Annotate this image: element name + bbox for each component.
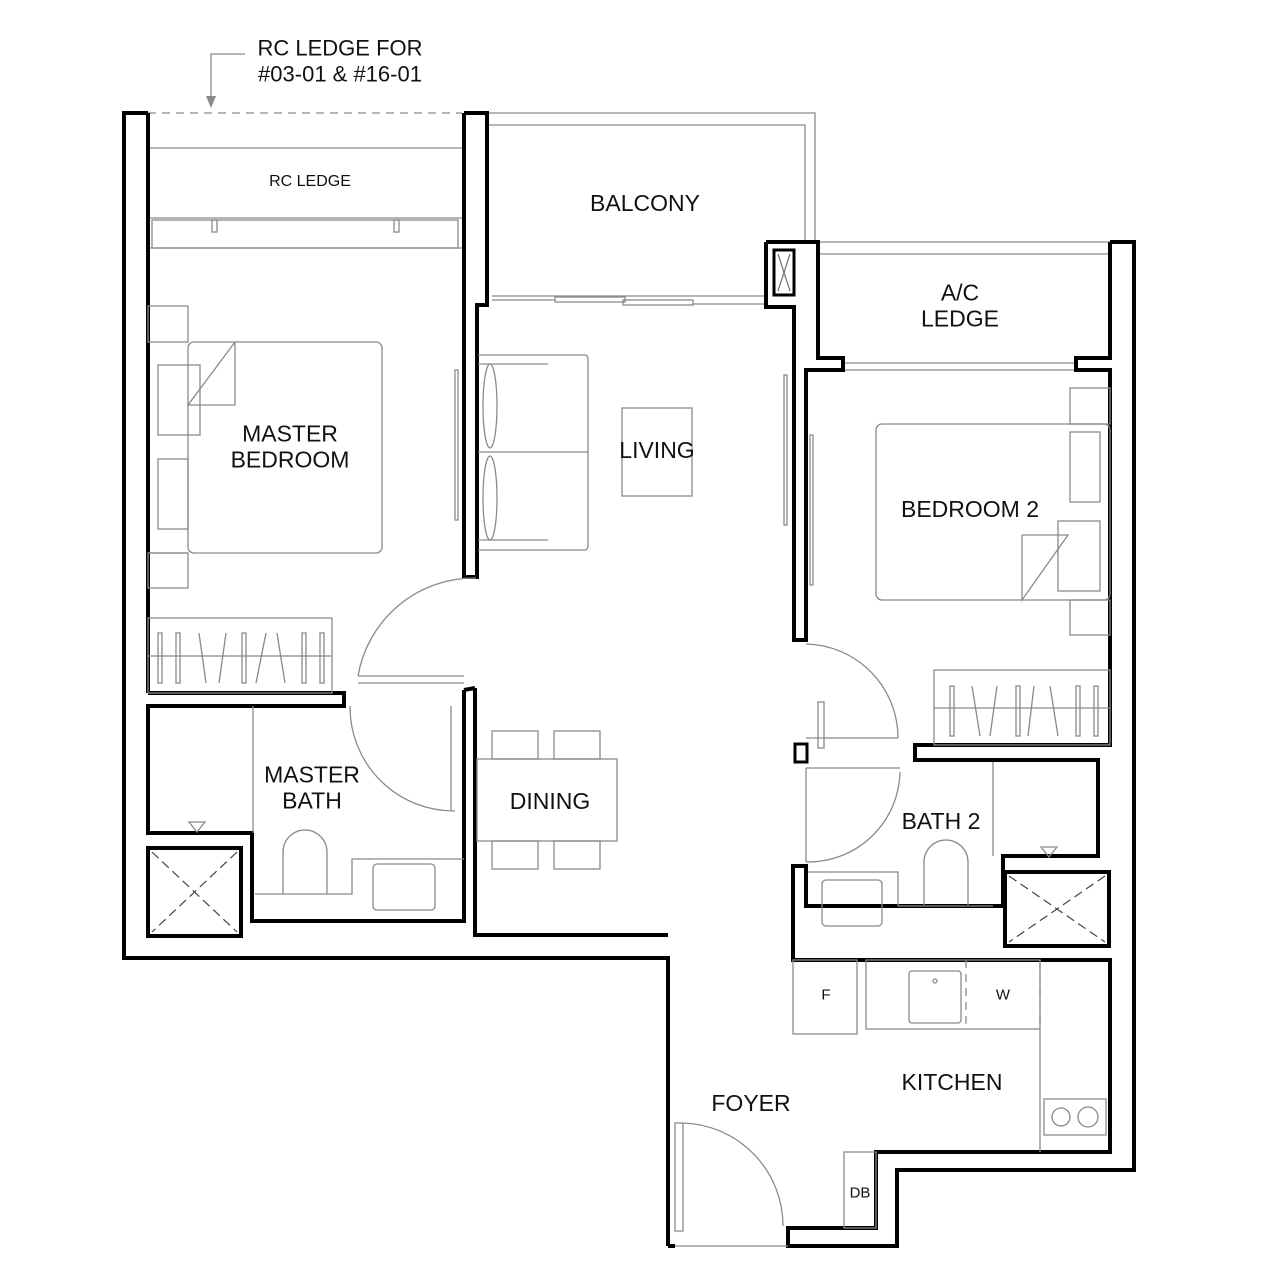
master-bath-fixtures [187,705,464,911]
main-entrance-door [674,1122,788,1247]
label-master-bedroom: MASTER BEDROOM [230,420,350,473]
label-ac-ledge-line-1: A/C [940,279,980,306]
label-rc-ledge: RC LEDGE [269,173,351,191]
walls [122,111,1136,1248]
ac-ledge-outline [818,241,1110,371]
label-fridge: F [821,986,831,1004]
label-washer: W [995,986,1011,1004]
shaft-crosses [151,253,1106,943]
label-foyer: FOYER [711,1090,791,1117]
label-master-bath-line-1: MASTER [264,761,360,788]
label-master-bath-line-2: BATH [282,787,342,813]
label-ac-ledge-line-2: LEDGE [921,305,999,331]
rc-ledge [148,147,462,249]
label-dining: DINING [509,788,591,815]
annotation-line-2: #03-01 & #16-01 [258,61,422,87]
label-balcony: BALCONY [590,190,700,217]
label-distribution-board: DB [849,1184,871,1202]
master-bed [147,305,459,694]
annotation-leader [148,53,462,114]
balcony-outline [487,112,816,306]
kitchen-fixtures [792,959,1107,1229]
bath-2-fixtures [805,762,1059,927]
label-kitchen: KITCHEN [901,1069,1003,1096]
label-bath-2: BATH 2 [901,808,981,835]
label-master-bedroom-line-1: MASTER [242,420,338,447]
annotation-line-1: RC LEDGE FOR [257,35,423,61]
label-master-bath: MASTER BATH [264,761,360,814]
master-bedroom-door [357,577,477,684]
dining-set [476,730,618,870]
bedroom-2-furniture [805,387,1111,749]
label-bedroom-2: BEDROOM 2 [900,496,1040,523]
label-master-bedroom-line-2: BEDROOM [230,446,350,472]
label-living: LIVING [619,437,695,464]
living-furniture [478,354,814,586]
label-ac-ledge: A/C LEDGE [921,279,999,332]
